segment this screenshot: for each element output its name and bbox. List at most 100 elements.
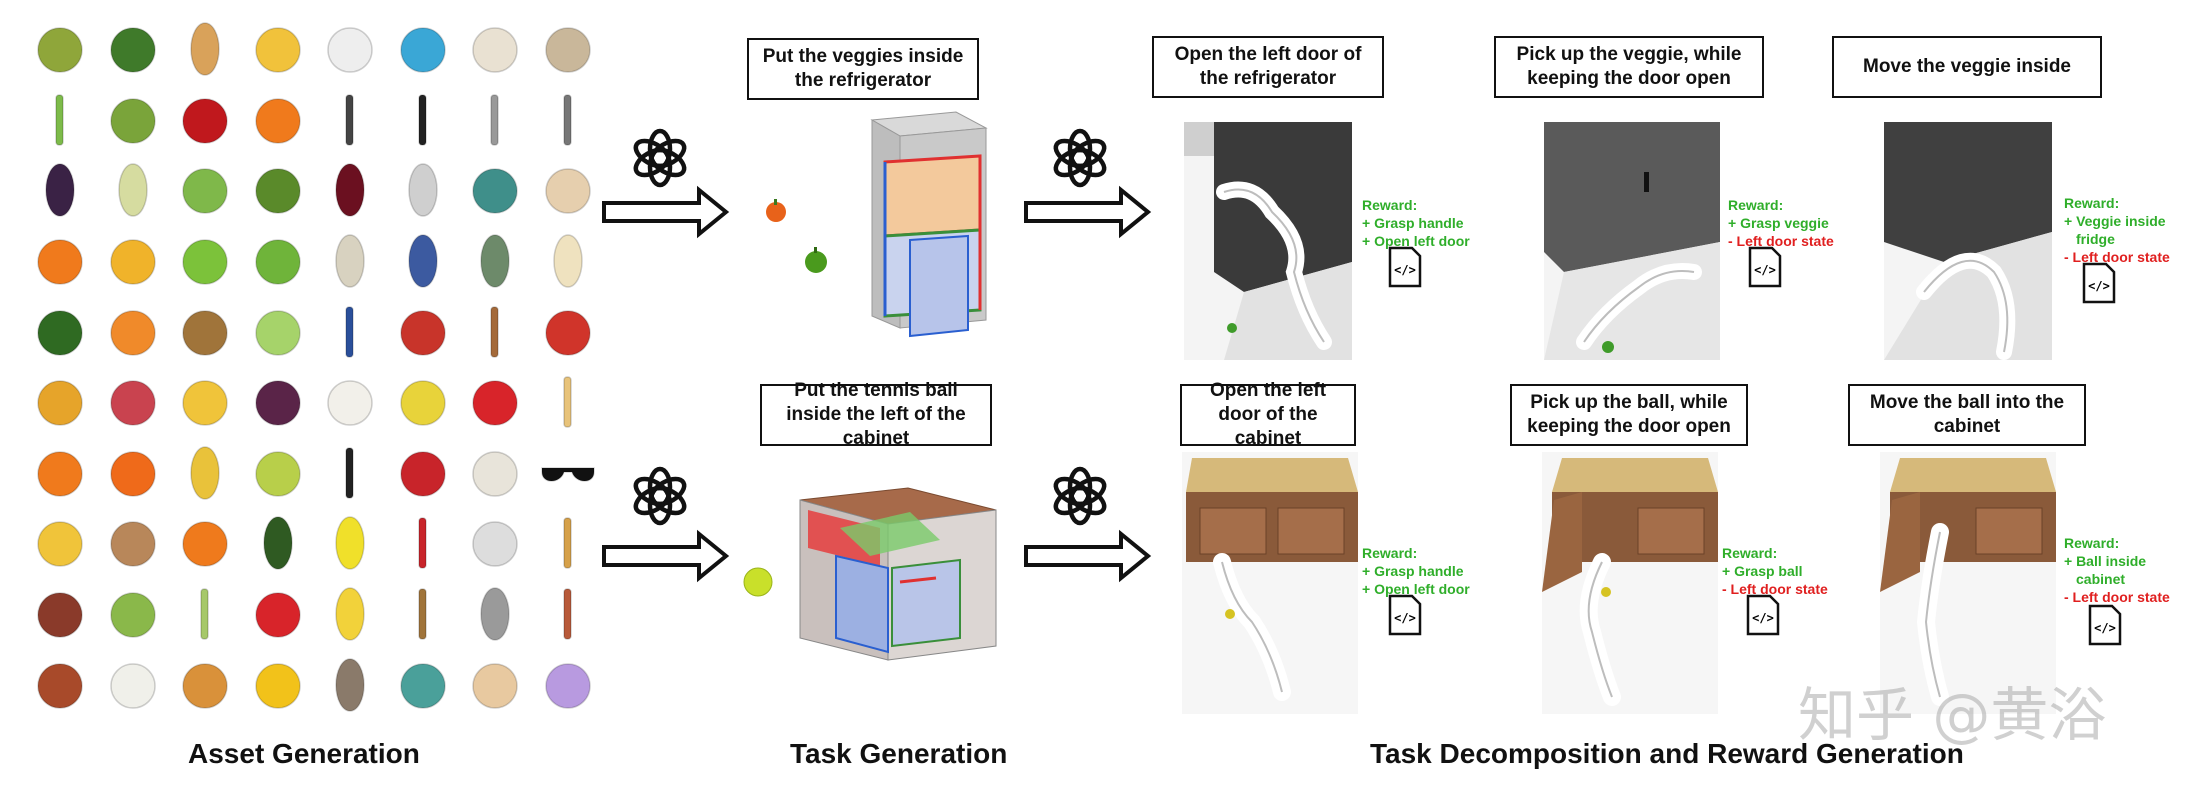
asset-cell bbox=[24, 296, 97, 367]
reward-line: + Grasp handle bbox=[1362, 563, 1464, 579]
asset-cell bbox=[459, 226, 532, 297]
subtask-box-f2: Pick up the veggie, while keeping the do… bbox=[1494, 36, 1764, 98]
pear-icon bbox=[255, 451, 301, 497]
reward-line: - Left door state bbox=[1728, 233, 1834, 249]
code-file-icon: </> bbox=[1388, 594, 1422, 636]
asset-cell bbox=[532, 367, 605, 438]
asset-cell bbox=[459, 649, 532, 720]
asset-cell bbox=[242, 438, 315, 509]
spatula-icon bbox=[345, 94, 354, 146]
green-vase-icon bbox=[480, 234, 510, 288]
asset-cell bbox=[532, 155, 605, 226]
asset-cell bbox=[314, 579, 387, 650]
trash-can-icon bbox=[480, 587, 510, 641]
asset-cell bbox=[387, 296, 460, 367]
asset-cell bbox=[242, 155, 315, 226]
bitter-melon-icon bbox=[110, 98, 156, 144]
lettuce-icon bbox=[182, 168, 228, 215]
reward-line: + Veggie inside bbox=[2064, 213, 2166, 229]
scene-f2 bbox=[1544, 122, 1720, 360]
asset-cell bbox=[24, 367, 97, 438]
reward-line: + Open left door bbox=[1362, 581, 1470, 597]
asset-cell bbox=[532, 85, 605, 156]
cucumber-icon bbox=[110, 592, 156, 638]
asset-cell bbox=[314, 226, 387, 297]
squash-icon bbox=[190, 22, 220, 77]
reward-line: cabinet bbox=[2076, 571, 2126, 587]
pencil-icon bbox=[563, 376, 572, 429]
mangosteen-icon bbox=[255, 380, 301, 427]
svg-text:</>: </> bbox=[1752, 611, 1774, 625]
scallion-icon bbox=[200, 588, 209, 640]
reward-head: Reward: bbox=[1722, 545, 1778, 561]
reward-head: Reward: bbox=[1362, 197, 1418, 213]
asset-cell bbox=[387, 579, 460, 650]
celery-icon bbox=[55, 94, 64, 146]
code-file-icon: </> bbox=[2088, 604, 2122, 646]
broom-icon bbox=[418, 588, 427, 640]
asset-cell bbox=[169, 649, 242, 720]
lychee-icon bbox=[110, 380, 156, 427]
arrow-3 bbox=[1024, 188, 1150, 236]
code-file-icon: </> bbox=[1746, 594, 1780, 636]
llm-logo-1 bbox=[632, 131, 689, 185]
asset-cell bbox=[387, 649, 460, 720]
svg-text:</>: </> bbox=[2094, 621, 2116, 635]
asset-cell bbox=[169, 367, 242, 438]
blue-vase-icon bbox=[408, 234, 438, 288]
stick-icon bbox=[563, 517, 572, 570]
scene-c2 bbox=[1542, 452, 1718, 714]
label-task-generation: Task Generation bbox=[790, 738, 1008, 769]
reward-line: + Open left door bbox=[1362, 233, 1470, 249]
asset-cell bbox=[242, 85, 315, 156]
pea-pod-icon bbox=[255, 239, 301, 285]
mop-icon bbox=[563, 588, 572, 640]
striped-mug-icon bbox=[545, 27, 591, 74]
sponge-icon bbox=[335, 587, 365, 641]
teddy-bear-icon bbox=[545, 662, 591, 709]
mango-icon bbox=[182, 380, 228, 427]
asset-cell bbox=[24, 438, 97, 509]
strawberry-icon bbox=[255, 592, 301, 638]
subtask-box-f1: Open the left door of the refrigerator bbox=[1152, 36, 1384, 98]
kiwi-icon bbox=[182, 309, 228, 356]
watermark: 知乎 @黄浴 bbox=[1798, 681, 2107, 749]
cup-icon bbox=[472, 27, 518, 74]
axe-icon bbox=[490, 305, 499, 358]
asset-cell bbox=[314, 649, 387, 720]
reward-f1: Reward:+ Grasp handle+ Open left door bbox=[1362, 196, 1470, 250]
reward-head: Reward: bbox=[2064, 535, 2120, 551]
asset-cell bbox=[459, 508, 532, 579]
horned-melon-icon bbox=[110, 309, 156, 356]
asset-cell bbox=[459, 155, 532, 226]
subtask-box-f3: Move the veggie inside bbox=[1832, 36, 2102, 98]
endive-icon bbox=[118, 163, 148, 218]
arrow-2 bbox=[602, 532, 728, 580]
svg-text:</>: </> bbox=[1754, 263, 1776, 277]
asset-cell bbox=[387, 85, 460, 156]
asset-cell bbox=[242, 14, 315, 85]
code-file-icon: </> bbox=[1388, 246, 1422, 288]
scene-c3 bbox=[1880, 452, 2056, 714]
orange-icon bbox=[37, 239, 83, 285]
cream-vase-icon bbox=[553, 234, 583, 288]
vase-icon bbox=[335, 234, 365, 288]
task-box-cabinet: Put the tennis ball inside the left of t… bbox=[760, 380, 992, 449]
asset-cell bbox=[532, 14, 605, 85]
asset-cell bbox=[314, 438, 387, 509]
dinosaur-toy-icon bbox=[400, 662, 446, 709]
asset-cell bbox=[97, 438, 170, 509]
tangerine-icon bbox=[255, 98, 301, 144]
pumpkin-icon bbox=[182, 521, 228, 568]
reward-c1: Reward:+ Grasp handle+ Open left door bbox=[1362, 544, 1470, 598]
asset-cell bbox=[314, 296, 387, 367]
ping-pong-paddle-icon bbox=[472, 380, 518, 427]
scene-c1 bbox=[1182, 452, 1358, 714]
asset-cell bbox=[459, 438, 532, 509]
subtask-box-c1: Open the left door of the cabinet bbox=[1180, 380, 1356, 449]
cherry-icon bbox=[182, 98, 228, 144]
whisk-icon bbox=[490, 94, 499, 146]
asset-cell bbox=[97, 649, 170, 720]
kohlrabi-icon bbox=[255, 309, 301, 356]
